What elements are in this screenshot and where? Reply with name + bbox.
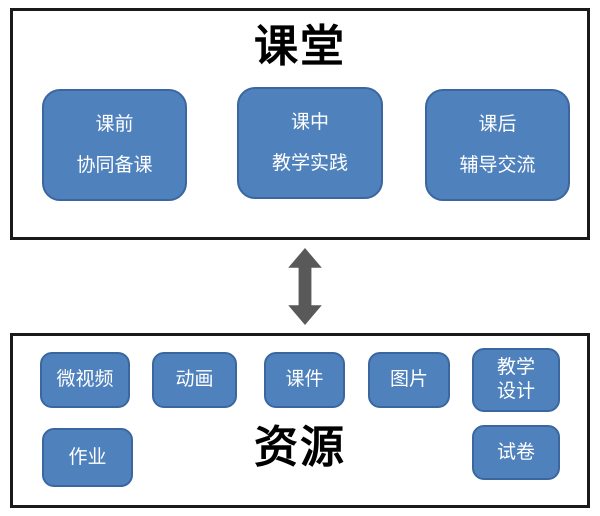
box-pre-class-line1: 课前 <box>95 113 134 136</box>
box-pictures-label: 图片 <box>389 368 428 391</box>
box-homework: 作业 <box>42 428 133 487</box>
resources-panel-title: 资源 <box>254 422 346 473</box>
box-in-class: 课中 教学实践 <box>237 87 383 199</box>
box-test-paper: 试卷 <box>472 425 560 480</box>
box-after-class-line2: 辅导交流 <box>459 154 536 176</box>
box-courseware: 课件 <box>264 352 345 408</box>
box-after-class: 课后 辅导交流 <box>425 89 570 201</box>
box-after-class-line1: 课后 <box>478 113 517 136</box>
box-in-class-line2: 教学实践 <box>271 152 348 174</box>
box-micro-video-label: 微视频 <box>56 368 114 391</box>
box-homework-label: 作业 <box>68 445 107 468</box>
box-pictures: 图片 <box>368 352 450 408</box>
double-arrow-vertical-icon <box>288 248 322 325</box>
box-teaching-design-line1: 教学 <box>496 356 535 379</box>
box-animation: 动画 <box>152 352 237 408</box>
box-pre-class: 课前 协同备课 <box>42 89 187 201</box>
box-micro-video: 微视频 <box>40 352 130 408</box>
classroom-panel-title: 课堂 <box>254 21 346 72</box>
box-teaching-design-line2: 设计 <box>496 380 535 402</box>
classroom-panel: 课堂 课前 协同备课 课中 教学实践 课后 辅导交流 <box>10 8 590 240</box>
box-teaching-design: 教学 设计 <box>472 348 560 412</box>
resources-panel: 微视频 动画 课件 图片 教学 设计 作业 试卷 资源 <box>10 333 590 508</box>
box-courseware-label: 课件 <box>285 368 324 391</box>
box-animation-label: 动画 <box>175 368 214 391</box>
box-pre-class-line2: 协同备课 <box>76 154 153 176</box>
box-test-paper-label: 试卷 <box>496 440 535 463</box>
box-in-class-line1: 课中 <box>290 111 329 134</box>
